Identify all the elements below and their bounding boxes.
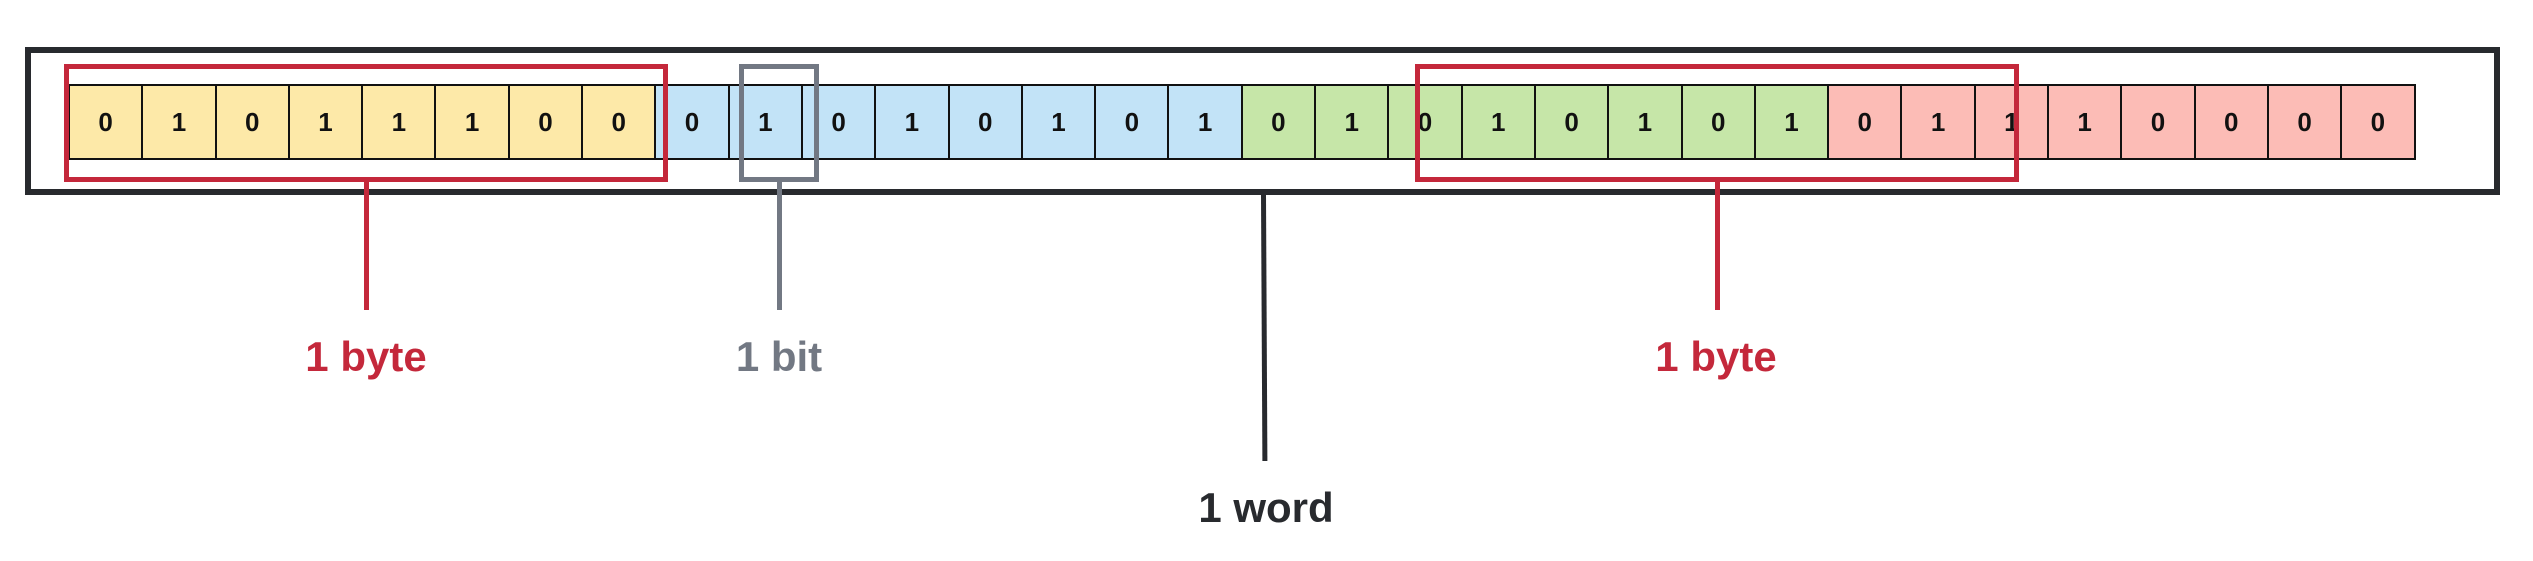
bit-cell: 0 [2193, 84, 2269, 160]
byte-right-connector [1715, 182, 1720, 310]
bit-cell: 1 [1753, 84, 1830, 160]
bit-cell: 1 [1167, 84, 1243, 160]
byte-right-label: 1 byte [1655, 333, 1777, 380]
bit-cell: 0 [2120, 84, 2196, 160]
bit-cell: 0 [2266, 84, 2343, 160]
bit-cell: 0 [1240, 84, 1317, 160]
bit-cell: 0 [214, 84, 290, 160]
bit-label: 1 bit [735, 333, 823, 380]
bit-cell: 0 [1387, 84, 1463, 160]
byte-highlight-right [1415, 64, 2019, 182]
bit-cell: 1 [2047, 84, 2123, 160]
bit-cell: 1 [1460, 84, 1536, 160]
bit-cell: 0 [2340, 84, 2416, 160]
bit-cell: 0 [1533, 84, 1610, 160]
bit-cell: 1 [874, 84, 950, 160]
bit-cell: 0 [1094, 84, 1170, 160]
bit-cell: 1 [1607, 84, 1683, 160]
byte-left-connector [364, 182, 369, 310]
bit-cell: 1 [1314, 84, 1390, 160]
word-connector [1261, 194, 1268, 462]
word-frame [25, 47, 2500, 195]
byte-left-label: 1 byte [305, 333, 427, 380]
word-label: 1 word [1198, 484, 1334, 531]
bit-highlight [739, 64, 819, 182]
bit-cell: 1 [1020, 84, 1097, 160]
bit-cell: 0 [68, 84, 144, 160]
bit-cell: 0 [1680, 84, 1756, 160]
bit-cell: 1 [141, 84, 217, 160]
bit-connector [777, 182, 782, 310]
byte-highlight-left [64, 64, 668, 182]
bit-cell: 1 [1900, 84, 1976, 160]
bit-cell: 0 [947, 84, 1023, 160]
